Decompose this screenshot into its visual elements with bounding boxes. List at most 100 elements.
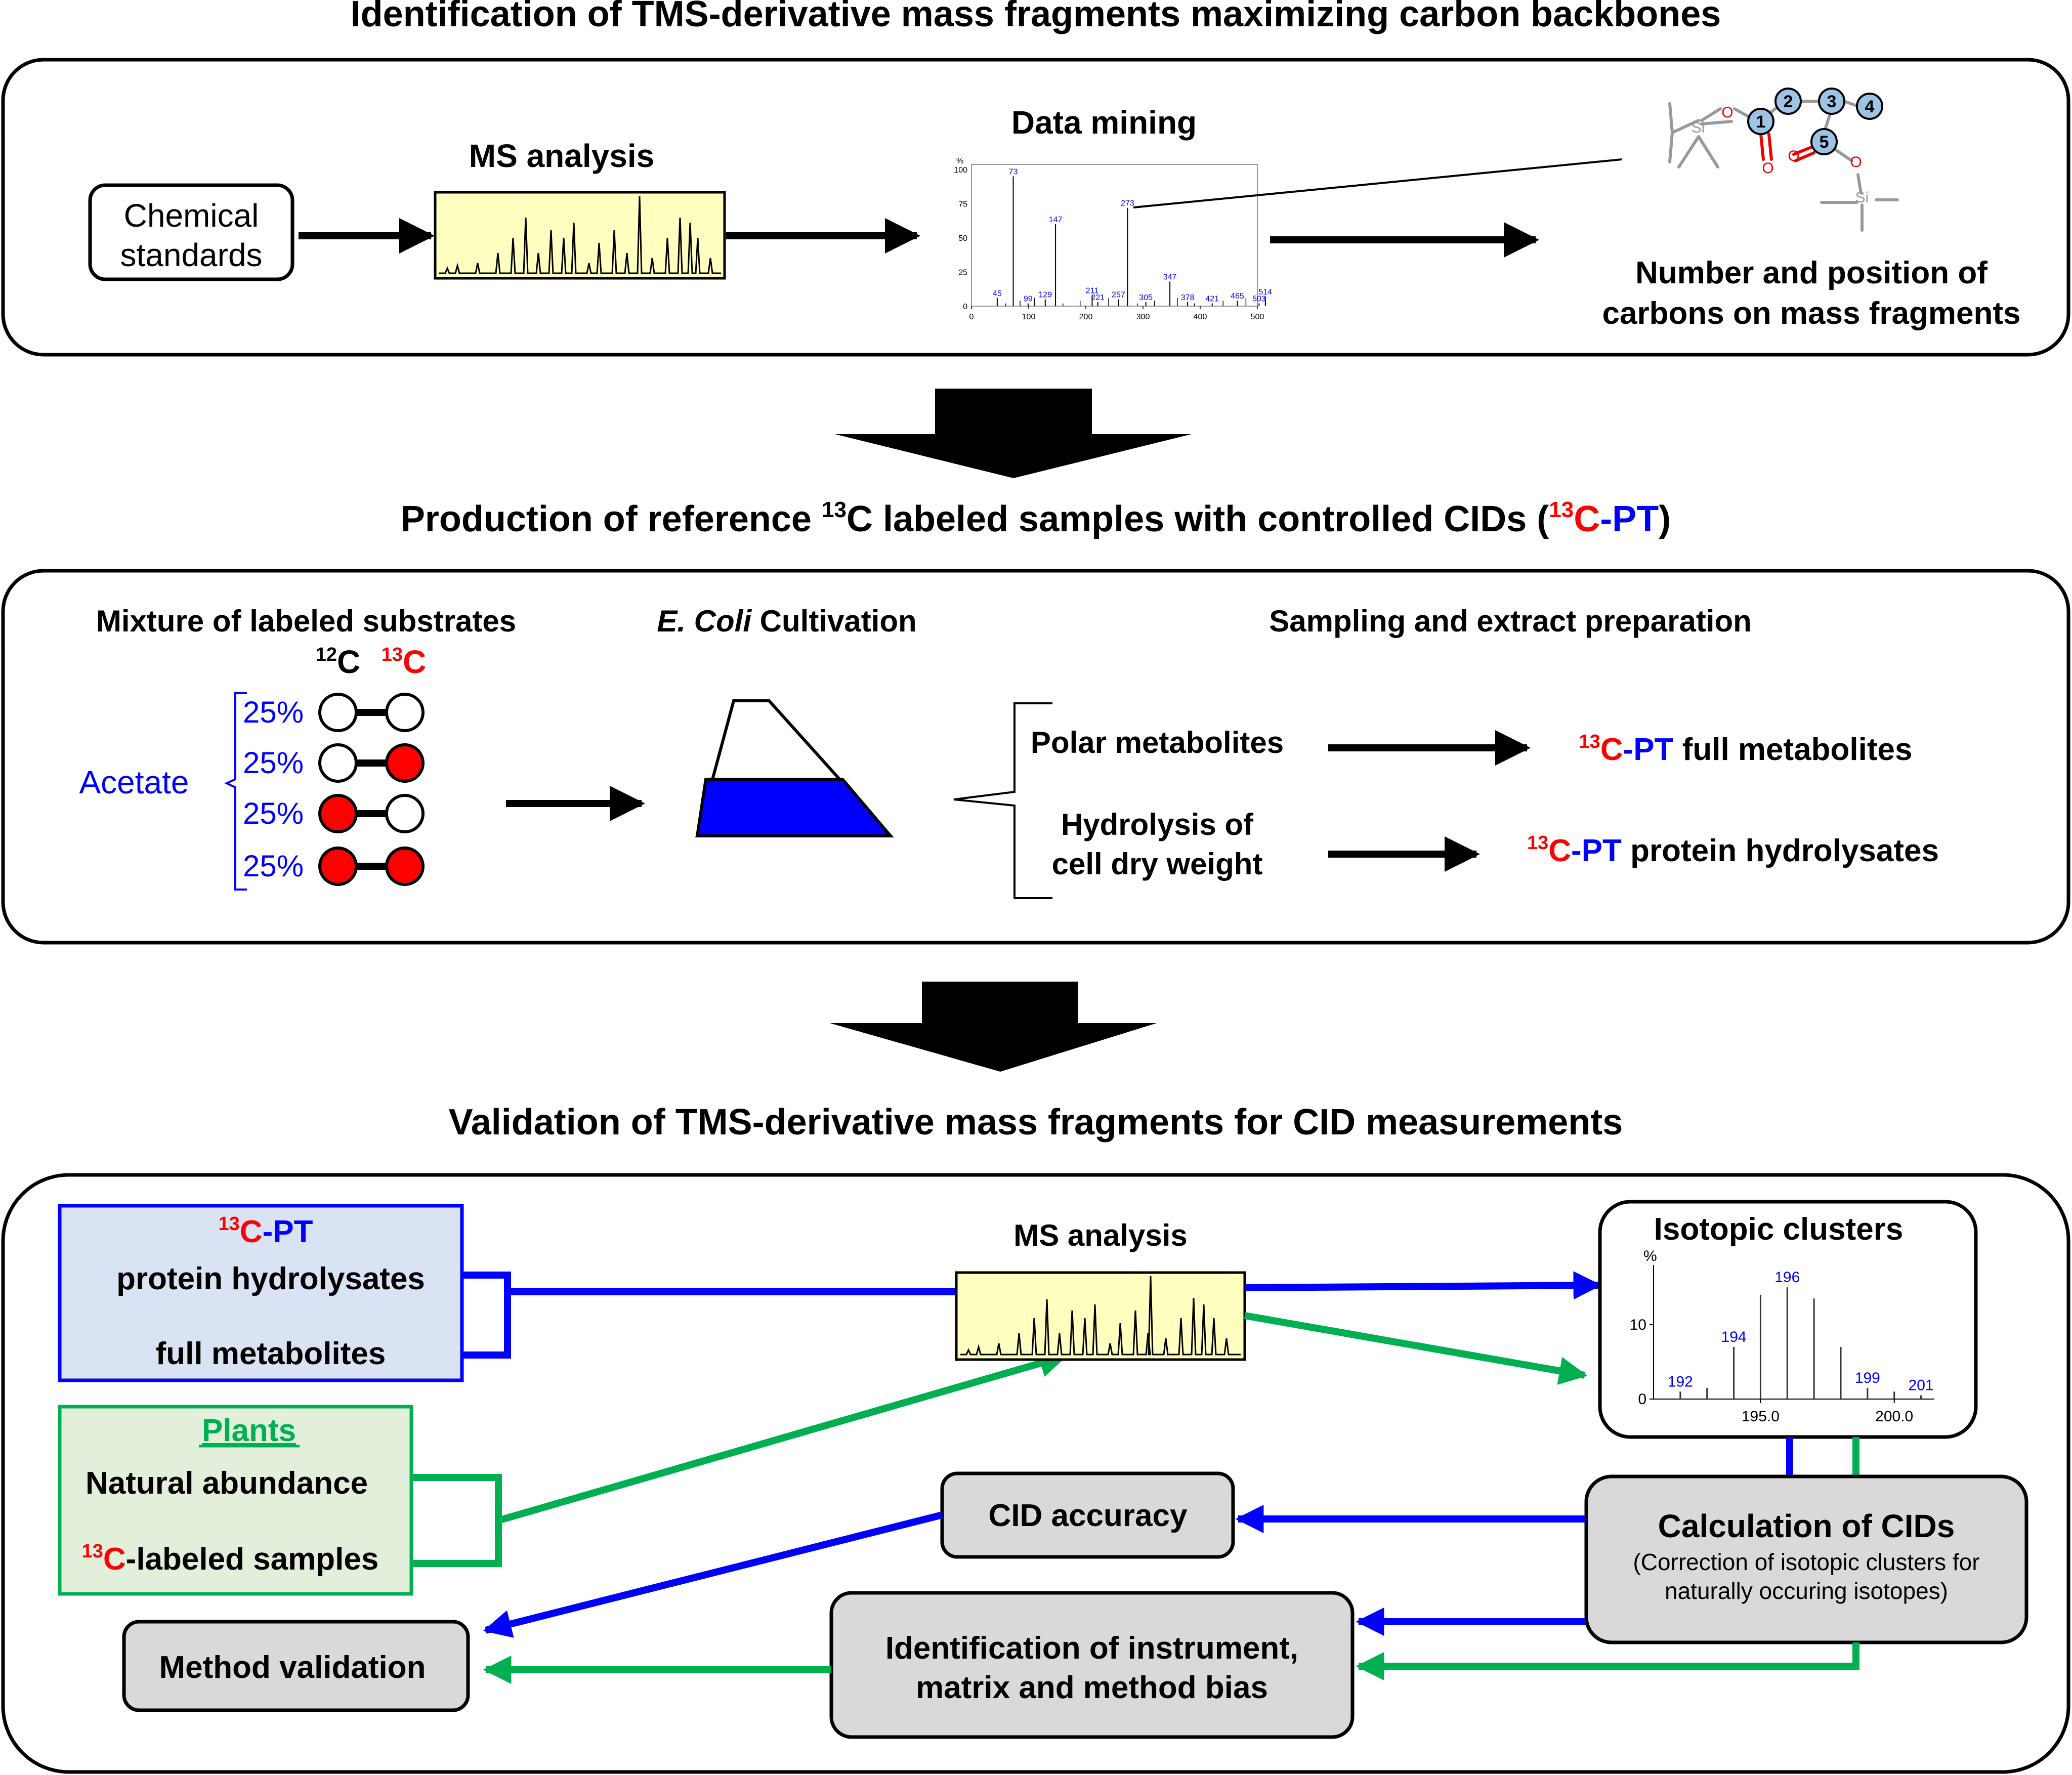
flask-icon: [695, 699, 894, 837]
plants-to-ms-arrow: [497, 1349, 1068, 1524]
plants-box: [58, 1405, 413, 1596]
big-arrow-1: [835, 389, 1192, 478]
carbon-position-label-2: carbons on mass fragments: [1602, 296, 2021, 331]
y-unit-label: %: [1643, 1248, 1657, 1264]
chemical-standards-label-2: standards: [120, 237, 262, 273]
ms-to-isotopic-green-arrow: [1244, 1312, 1588, 1385]
y-tick-label: 100: [954, 166, 967, 175]
acetate-label: Acetate: [79, 764, 189, 800]
calculation-note-2: naturally occuring isotopes): [1665, 1578, 1948, 1604]
carbon-1: 1: [1747, 108, 1774, 135]
o-atom-2: O: [1762, 160, 1773, 177]
x-tick-label: 400: [1194, 313, 1207, 321]
y-tick-label: 50: [958, 234, 967, 243]
peak-label: 257: [1112, 291, 1125, 300]
chromatogram-trace: [439, 196, 721, 274]
x-tick-label: 0: [969, 313, 974, 321]
svg-text:2: 2: [1784, 92, 1793, 111]
mixture-label: Mixture of labeled substrates: [96, 604, 516, 638]
method-validation-label: Method validation: [159, 1650, 426, 1685]
acetate-brace: [224, 692, 247, 891]
c12-label: 12C: [316, 644, 361, 680]
x-tick-label: 500: [1251, 313, 1264, 321]
peak-label: 514: [1258, 288, 1272, 297]
svg-text:3: 3: [1827, 92, 1837, 111]
ms-analysis-label: MS analysis: [1013, 1218, 1188, 1252]
x-tick-label: 200.0: [1875, 1408, 1913, 1425]
peak-label: 129: [1038, 291, 1052, 300]
peak-label: 199: [1855, 1370, 1880, 1386]
labeled-samples-label: 13C-labeled samples: [82, 1541, 379, 1577]
x-tick-label: 100: [1022, 313, 1036, 321]
y-tick-label: 25: [958, 269, 967, 277]
method-validation-box: [122, 1620, 470, 1712]
peak-label: 503: [1252, 295, 1266, 304]
c13-label: 13C: [382, 644, 427, 680]
carbon-4: 4: [1856, 93, 1883, 120]
isotopic-clusters-label: Isotopic clusters: [1654, 1212, 1904, 1247]
pt-samples-box: [58, 1204, 464, 1382]
peak-label: 465: [1231, 292, 1244, 301]
polar-metabolites-label: Polar metabolites: [1031, 726, 1284, 759]
sampling-label: Sampling and extract preparation: [1269, 604, 1752, 638]
plants-bracket: [411, 1474, 502, 1567]
ms-chromatogram-1: [434, 191, 726, 280]
y-tick-label: 10: [1630, 1317, 1646, 1333]
x-tick-label: 300: [1136, 313, 1150, 321]
cid-accuracy-label: CID accuracy: [989, 1498, 1188, 1533]
percent-label: 25%: [243, 746, 304, 780]
si-atom-2: Si: [1855, 189, 1869, 206]
calculation-title: Calculation of CIDs: [1658, 1508, 1955, 1544]
sampling-brace: [953, 702, 1052, 899]
full-metabolites-label: full metabolites: [156, 1336, 386, 1371]
si-atom-1: Si: [1692, 119, 1705, 136]
callout-line: [1133, 158, 1622, 208]
identification-label: Identification of instrument,: [885, 1631, 1298, 1666]
y-tick-label: 0: [963, 303, 967, 311]
full-metabolites-output: 13C-PT full metabolites: [1579, 731, 1913, 767]
chromatogram-trace: [960, 1276, 1241, 1356]
natural-abundance-label: Natural abundance: [86, 1466, 368, 1501]
peak-label: 221: [1091, 293, 1105, 302]
identification-label-2: matrix and method bias: [916, 1670, 1268, 1705]
ms-to-isotopic-blue-arrow: [1244, 1271, 1602, 1300]
data-mining-label: Data mining: [1011, 104, 1197, 141]
y-tick-label: 75: [958, 200, 967, 209]
peak-label: 273: [1121, 199, 1134, 208]
peak-label: 73: [1009, 168, 1018, 177]
peak-label: 192: [1668, 1373, 1693, 1390]
peak-label: 196: [1774, 1269, 1800, 1286]
carbon-position-label: Number and position of: [1635, 256, 1988, 290]
peak-label: 347: [1163, 273, 1177, 281]
peak-label: 194: [1721, 1329, 1747, 1345]
isotopomer-11: [318, 847, 425, 886]
o-atom-4: O: [1850, 154, 1862, 171]
carbon-5: 5: [1810, 128, 1838, 155]
peak-label: 421: [1205, 295, 1219, 304]
section2-title: Production of reference 13C labeled samp…: [401, 497, 1671, 539]
isotopomer-10: [318, 794, 425, 833]
section3-panel: [1, 1173, 2070, 1774]
o-atom-3: O: [1788, 148, 1799, 164]
peak-label: 211: [1086, 286, 1099, 295]
svg-text:4: 4: [1865, 97, 1875, 116]
tms-molecule: Si O O O O Si 1 2 3 4 5: [1668, 88, 1899, 232]
chemical-standards-label: Chemical: [124, 197, 259, 234]
section3-title: Validation of TMS-derivative mass fragme…: [449, 1102, 1623, 1143]
carbon-2: 2: [1774, 88, 1802, 115]
calculation-box: [1584, 1474, 2028, 1644]
hydrolysis-label: Hydrolysis of: [1061, 808, 1254, 841]
ms-analysis-label: MS analysis: [469, 138, 654, 174]
chemical-standards-box: [88, 183, 294, 281]
peak-label: 147: [1049, 216, 1063, 224]
protein-hydrolysates-output: 13C-PT protein hydrolysates: [1527, 832, 1939, 868]
calc-to-identification-green: [1356, 1642, 1859, 1680]
calculation-note: (Correction of isotopic clusters for: [1633, 1549, 1979, 1575]
svg-text:1: 1: [1756, 112, 1766, 132]
peak-label: 45: [993, 289, 1002, 298]
peak-label: 305: [1139, 293, 1153, 302]
svg-text:5: 5: [1820, 133, 1829, 152]
